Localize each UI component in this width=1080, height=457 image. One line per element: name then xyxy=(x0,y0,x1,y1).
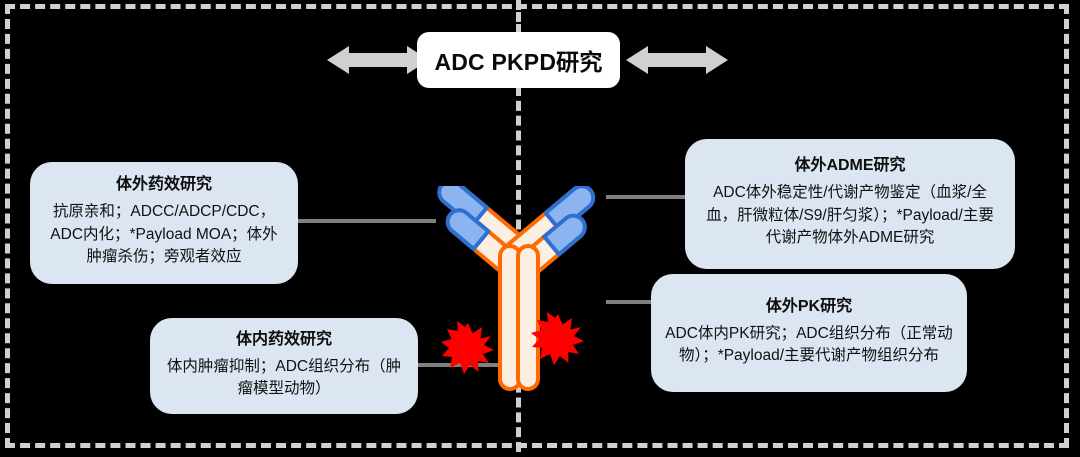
payload-marker-left xyxy=(441,321,494,374)
connector-invitro-efficacy xyxy=(298,219,436,223)
page-title: ADC PKPD研究 xyxy=(434,49,603,75)
diagram-title-box: ADC PKPD研究 xyxy=(417,32,620,88)
left-arm-inner-variable xyxy=(445,208,492,252)
box-invivo-efficacy-body: 体内肿瘤抑制；ADC组织分布（肿瘤模型动物） xyxy=(166,357,402,397)
double-arrow-left-icon xyxy=(327,44,429,76)
box-invitro-adme-body: ADC体外稳定性/代谢产物鉴定（血浆/全血，肝微粒体/S9/肝匀浆）；*Payl… xyxy=(706,184,994,247)
box-invivo-efficacy: 体内药效研究 体内肿瘤抑制；ADC组织分布（肿瘤模型动物） xyxy=(150,318,418,414)
box-invitro-adme-title: 体外ADME研究 xyxy=(794,157,906,175)
box-invivo-efficacy-title: 体内药效研究 xyxy=(235,330,332,348)
box-invitro-pk: 体外PK研究 ADC体内PK研究；ADC组织分布（正常动物）；*Payload/… xyxy=(651,274,967,392)
antibody-illustration xyxy=(408,178,620,400)
vertical-divider-top xyxy=(516,0,521,34)
double-arrow-right-icon xyxy=(626,44,728,76)
box-invitro-pk-title: 体外PK研究 xyxy=(765,297,853,315)
connector-invitro-adme xyxy=(606,195,686,199)
payload-marker-right xyxy=(531,312,584,365)
connector-invitro-pk xyxy=(606,300,652,304)
stem-chain-right xyxy=(516,244,540,391)
right-arm-outer-variable xyxy=(542,184,596,234)
box-invitro-efficacy-body: 抗原亲和；ADCC/ADCP/CDC，ADC内化；*Payload MOA；体外… xyxy=(50,203,278,266)
right-arm-inner-variable xyxy=(541,213,587,258)
box-invitro-efficacy: 体外药效研究 抗原亲和；ADCC/ADCP/CDC，ADC内化；*Payload… xyxy=(30,162,298,284)
box-invitro-adme: 体外ADME研究 ADC体外稳定性/代谢产物鉴定（血浆/全血，肝微粒体/S9/肝… xyxy=(685,139,1015,269)
box-invitro-pk-body: ADC体内PK研究；ADC组织分布（正常动物）；*Payload/主要代谢产物组… xyxy=(665,324,953,364)
box-invitro-efficacy-title: 体外药效研究 xyxy=(115,176,212,194)
